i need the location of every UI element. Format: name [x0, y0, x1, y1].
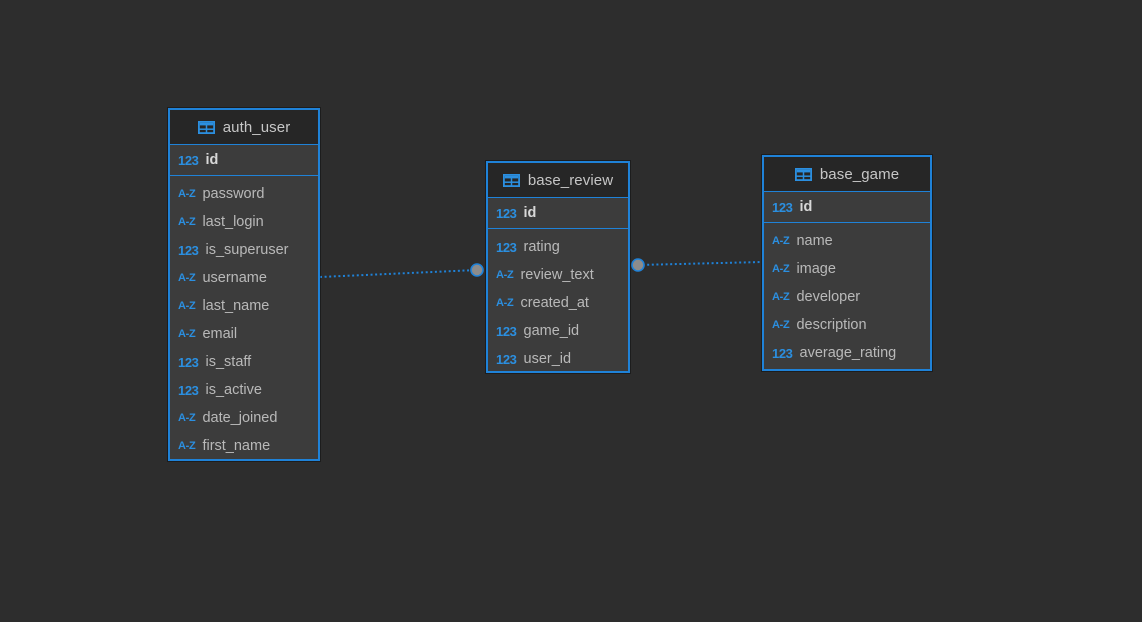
string-type-icon: A-Z: [178, 273, 195, 284]
field-label: is_active: [206, 382, 262, 398]
relation-endpoint-dot[interactable]: [632, 259, 644, 271]
field-label: is_superuser: [206, 242, 289, 258]
fields-list: A-ZnameA-ZimageA-ZdeveloperA-Zdescriptio…: [764, 223, 930, 372]
field-label: review_text: [520, 267, 593, 283]
field-description[interactable]: A-Z description: [764, 311, 930, 339]
field-developer[interactable]: A-Z developer: [764, 283, 930, 311]
field-label: first_name: [202, 438, 270, 454]
field-password[interactable]: A-Z password: [170, 180, 318, 208]
field-label: id: [800, 199, 813, 215]
field-label: game_id: [524, 323, 580, 339]
entity-header-base_review[interactable]: base_review: [488, 163, 628, 198]
entity-title: base_review: [528, 172, 613, 189]
field-label: name: [796, 233, 832, 249]
field-date_joined[interactable]: A-Z date_joined: [170, 404, 318, 432]
field-label: rating: [524, 239, 560, 255]
fields-list: 123ratingA-Zreview_textA-Zcreated_at123g…: [488, 229, 628, 378]
field-label: average_rating: [800, 345, 897, 361]
relation-line: [320, 270, 477, 277]
fields-list: A-ZpasswordA-Zlast_login123is_superuserA…: [170, 176, 318, 465]
primary-key-field-id[interactable]: 123 id: [170, 145, 318, 175]
entity-title: auth_user: [223, 119, 291, 136]
string-type-icon: A-Z: [178, 189, 195, 200]
field-label: is_staff: [206, 354, 252, 370]
number-type-icon: 123: [772, 347, 793, 360]
table-icon: [198, 121, 215, 134]
field-last_login[interactable]: A-Z last_login: [170, 208, 318, 236]
string-type-icon: A-Z: [178, 329, 195, 340]
number-type-icon: 123: [178, 244, 199, 257]
field-is_staff[interactable]: 123 is_staff: [170, 348, 318, 376]
field-label: date_joined: [202, 410, 277, 426]
table-icon: [795, 168, 812, 181]
field-label: email: [202, 326, 237, 342]
field-average_rating[interactable]: 123 average_rating: [764, 339, 930, 367]
string-type-icon: A-Z: [496, 270, 513, 281]
string-type-icon: A-Z: [772, 264, 789, 275]
field-label: id: [206, 152, 219, 168]
field-label: password: [202, 186, 264, 202]
field-is_active[interactable]: 123 is_active: [170, 376, 318, 404]
number-type-icon: 123: [496, 207, 517, 220]
number-type-icon: 123: [178, 384, 199, 397]
table-icon: [503, 174, 520, 187]
relation-endpoint-dot[interactable]: [471, 264, 483, 276]
string-type-icon: A-Z: [178, 413, 195, 424]
field-created_at[interactable]: A-Z created_at: [488, 289, 628, 317]
field-first_name[interactable]: A-Z first_name: [170, 432, 318, 460]
field-review_text[interactable]: A-Z review_text: [488, 261, 628, 289]
entity-title: base_game: [820, 166, 899, 183]
field-label: description: [796, 317, 866, 333]
field-game_id[interactable]: 123 game_id: [488, 317, 628, 345]
relation-auth_user-base_review[interactable]: [320, 264, 483, 277]
entity-header-auth_user[interactable]: auth_user: [170, 110, 318, 145]
string-type-icon: A-Z: [772, 236, 789, 247]
string-type-icon: A-Z: [178, 217, 195, 228]
field-last_name[interactable]: A-Z last_name: [170, 292, 318, 320]
field-label: last_login: [202, 214, 263, 230]
field-label: user_id: [524, 351, 572, 367]
number-type-icon: 123: [496, 353, 517, 366]
number-type-icon: 123: [496, 325, 517, 338]
entity-header-base_game[interactable]: base_game: [764, 157, 930, 192]
field-name[interactable]: A-Z name: [764, 227, 930, 255]
field-email[interactable]: A-Z email: [170, 320, 318, 348]
relation-base_review-base_game[interactable]: [632, 259, 762, 271]
primary-key-field-id[interactable]: 123 id: [488, 198, 628, 228]
field-image[interactable]: A-Z image: [764, 255, 930, 283]
primary-key-section: 123 id: [488, 198, 628, 229]
field-label: id: [524, 205, 537, 221]
field-user_id[interactable]: 123 user_id: [488, 345, 628, 373]
entity-table-base_game[interactable]: base_game123idA-ZnameA-ZimageA-Zdevelope…: [762, 155, 932, 371]
primary-key-section: 123 id: [764, 192, 930, 223]
field-rating[interactable]: 123 rating: [488, 233, 628, 261]
relation-line: [638, 262, 762, 265]
string-type-icon: A-Z: [496, 298, 513, 309]
field-label: username: [202, 270, 266, 286]
primary-key-field-id[interactable]: 123 id: [764, 192, 930, 222]
entity-table-base_review[interactable]: base_review123id123ratingA-Zreview_textA…: [486, 161, 630, 373]
string-type-icon: A-Z: [178, 441, 195, 452]
field-label: developer: [796, 289, 860, 305]
string-type-icon: A-Z: [772, 320, 789, 331]
entity-table-auth_user[interactable]: auth_user123idA-ZpasswordA-Zlast_login12…: [168, 108, 320, 461]
number-type-icon: 123: [178, 154, 199, 167]
field-label: last_name: [202, 298, 269, 314]
primary-key-section: 123 id: [170, 145, 318, 176]
field-username[interactable]: A-Z username: [170, 264, 318, 292]
string-type-icon: A-Z: [178, 301, 195, 312]
field-label: image: [796, 261, 836, 277]
string-type-icon: A-Z: [772, 292, 789, 303]
number-type-icon: 123: [178, 356, 199, 369]
number-type-icon: 123: [772, 201, 793, 214]
field-label: created_at: [520, 295, 589, 311]
number-type-icon: 123: [496, 241, 517, 254]
field-is_superuser[interactable]: 123 is_superuser: [170, 236, 318, 264]
